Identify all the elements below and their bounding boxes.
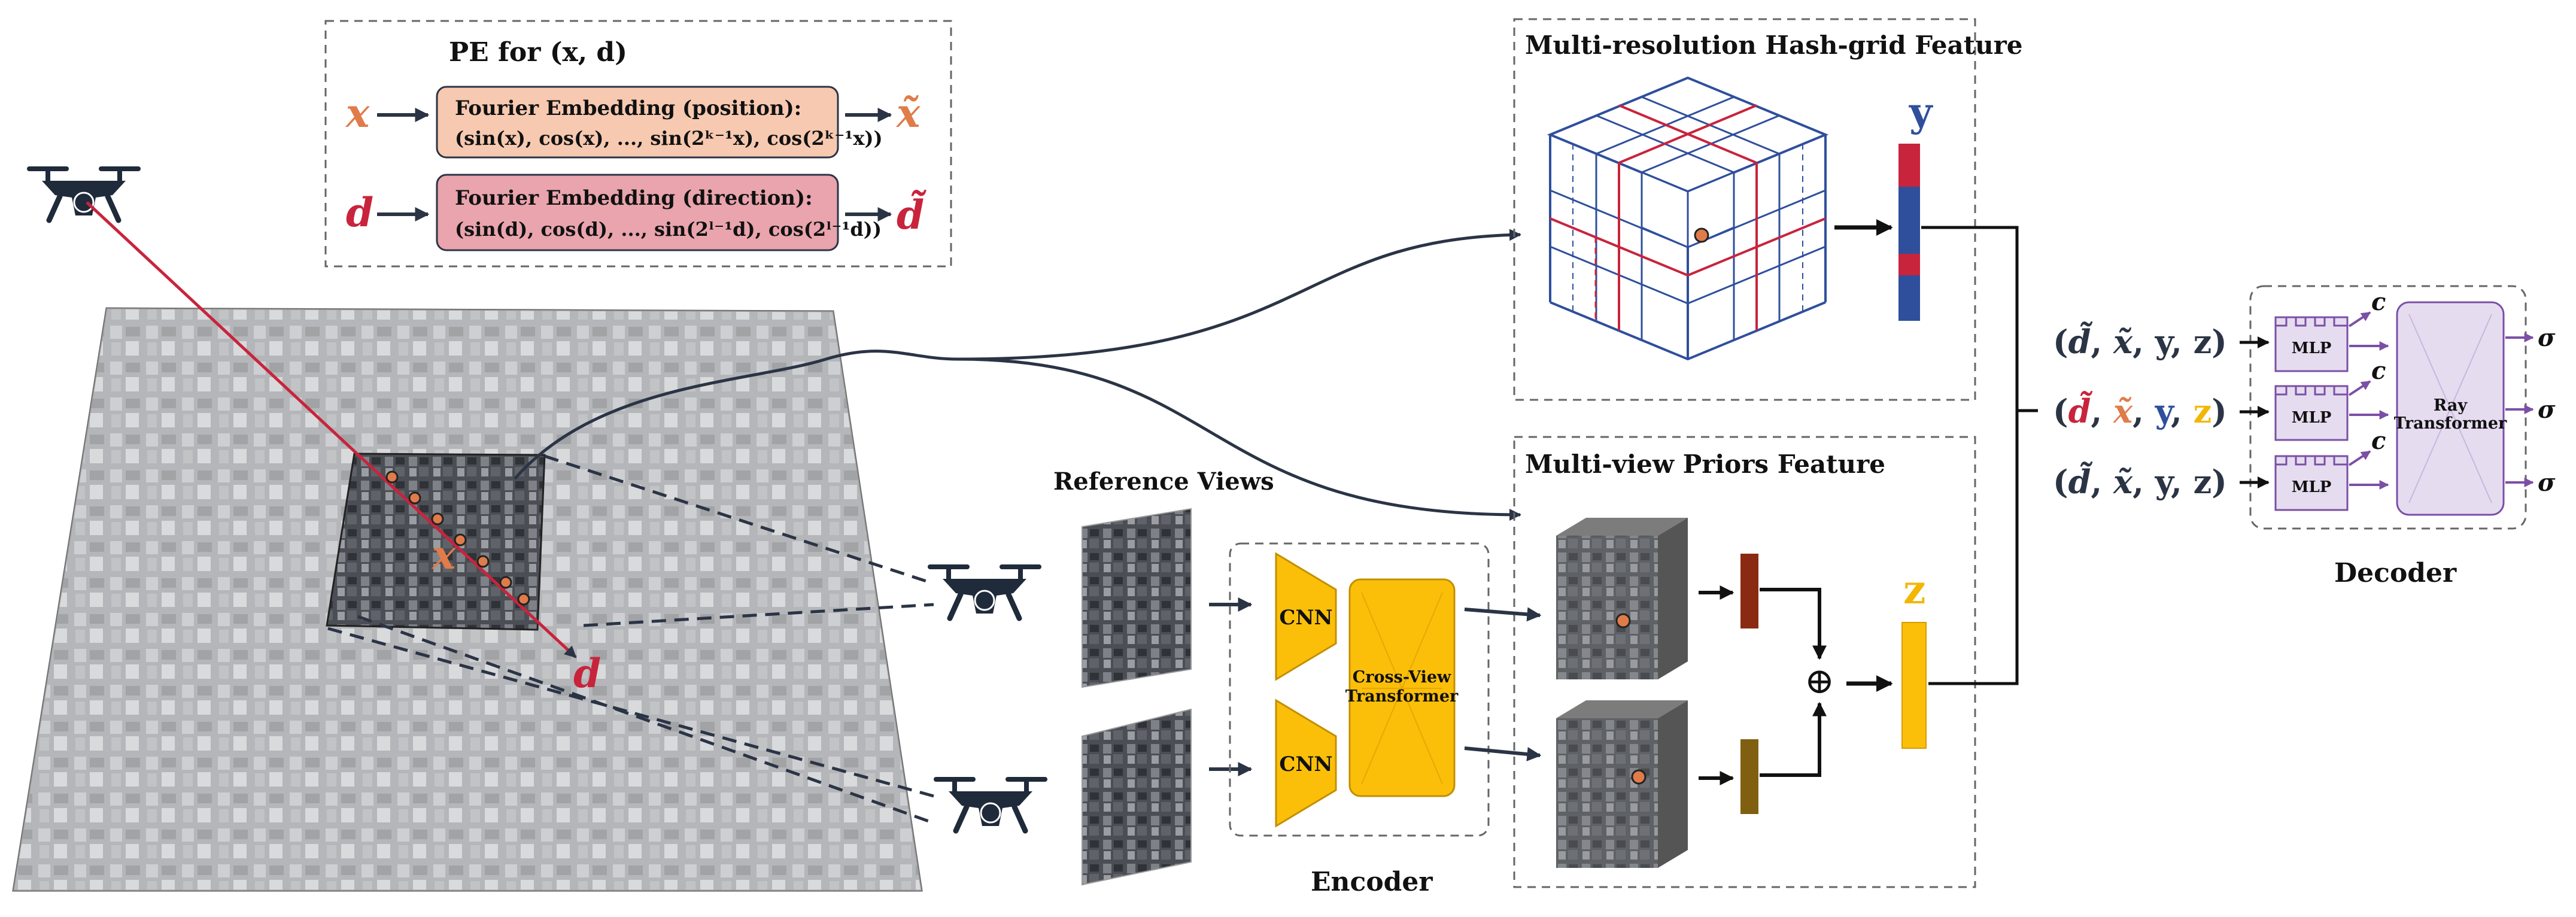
cnn-block xyxy=(1275,552,1337,681)
x-symbol: x xyxy=(345,90,370,136)
mlp-block: MLP xyxy=(2274,455,2349,511)
direction-embedding-box xyxy=(436,174,839,251)
mlp-block: MLP xyxy=(2274,385,2349,441)
drone-icon xyxy=(27,166,141,223)
sum-symbol: ⊕ xyxy=(1805,660,1834,702)
ray-transformer-line1: Ray xyxy=(2434,396,2468,415)
pe-panel: PE for (x, d) x Fourier Embedding (posit… xyxy=(324,20,952,268)
ray-sample-points xyxy=(385,470,530,606)
scene-d-label: d xyxy=(573,650,601,697)
view-line xyxy=(583,603,934,627)
encoder-label: Encoder xyxy=(1311,867,1433,897)
d-symbol: d xyxy=(346,189,373,236)
connector xyxy=(1921,226,2019,685)
color-output-label: c xyxy=(2371,357,2386,385)
cnn-block xyxy=(1275,699,1337,828)
view-line xyxy=(357,615,934,825)
arrow xyxy=(1464,746,1542,761)
reference-view-image xyxy=(1082,708,1192,886)
svg-text:MLP: MLP xyxy=(2292,409,2332,427)
ray-transformer-line2: Transformer xyxy=(2394,414,2507,433)
view-line xyxy=(544,454,934,585)
camera-ray xyxy=(86,201,577,658)
hashgrid-panel: Multi-resolution Hash-grid Feature xyxy=(1513,18,2023,401)
flow-to-multiview xyxy=(957,357,1521,521)
encoder-panel: CNN CNN Cross-View Transformer xyxy=(1229,542,1490,837)
cnn-label: CNN xyxy=(1279,606,1332,630)
dir-embedding-title: Fourier Embedding (direction): xyxy=(455,186,813,210)
decoder-input-row-colored: (d̃, x̃, y, z) xyxy=(2053,391,2227,430)
highlighted-region xyxy=(326,453,546,631)
mlp-block: MLP xyxy=(2274,316,2349,372)
decoder-panel: MLP MLP MLP c c c Ray Transformer xyxy=(2240,285,2556,530)
position-embedding-box xyxy=(436,86,839,159)
ray-transformer: Ray Transformer xyxy=(2394,301,2507,516)
multiview-title: Multi-view Priors Feature xyxy=(1525,450,1885,479)
hashgrid-cube xyxy=(1547,76,1829,361)
view-feature-vector xyxy=(1740,554,1758,628)
feature-map xyxy=(1556,700,1688,868)
decoder-input-row: (d̃, x̃, y, z) xyxy=(2053,461,2227,501)
density-output-label: σ xyxy=(2538,396,2556,424)
pos-embedding-formula: (sin(x), cos(x), ..., sin(2ᵏ⁻¹x), cos(2ᵏ… xyxy=(455,127,883,150)
color-output-label: c xyxy=(2371,288,2386,316)
density-output-label: σ xyxy=(2538,324,2556,352)
dir-embedding-formula: (sin(d), cos(d), ..., sin(2ˡ⁻¹d), cos(2ˡ… xyxy=(455,218,882,241)
z-label: z xyxy=(1903,566,1925,613)
reference-view-image xyxy=(1082,508,1192,688)
arrow xyxy=(1760,588,1827,660)
color-output-label: c xyxy=(2371,427,2386,455)
y-label: y xyxy=(1909,89,1933,135)
sample-point xyxy=(1694,227,1709,243)
cvt-label-line1: Cross-View xyxy=(1353,668,1451,687)
view-feature-vector xyxy=(1740,739,1758,814)
pe-title: PE for (x, d) xyxy=(449,37,627,68)
d-tilde-symbol: d̃ xyxy=(897,190,926,238)
multiview-panel: Multi-view Priors Feature ⊕ z xyxy=(1513,436,1976,888)
y-feature-vector xyxy=(1898,144,1920,321)
decoder-input-row: (d̃, x̃, y, z) xyxy=(2053,321,2227,361)
decoder-label: Decoder xyxy=(2334,558,2457,588)
decoder-inputs: (d̃, x̃, y, z) (d̃, x̃, y, z) (d̃, x̃, y… xyxy=(2053,321,2227,501)
z-feature-vector xyxy=(1901,622,1927,749)
drone-icon xyxy=(934,777,1047,834)
cnn-label: CNN xyxy=(1279,752,1332,776)
cvt-label-line2: Transformer xyxy=(1345,687,1459,706)
drone-icon xyxy=(928,564,1041,621)
hashgrid-title: Multi-resolution Hash-grid Feature xyxy=(1525,31,2023,60)
density-output-label: σ xyxy=(2538,469,2556,497)
svg-text:MLP: MLP xyxy=(2292,339,2332,357)
svg-text:MLP: MLP xyxy=(2292,478,2332,496)
city-ground-plane xyxy=(12,307,923,892)
feature-map xyxy=(1556,518,1688,679)
pos-embedding-title: Fourier Embedding (position): xyxy=(455,96,801,120)
arrow xyxy=(1464,607,1542,622)
arrow xyxy=(1760,702,1827,777)
scene-x-label: x xyxy=(431,532,456,578)
x-tilde-symbol: x̃ xyxy=(895,90,921,136)
reference-views-label: Reference Views xyxy=(1053,467,1274,496)
view-line xyxy=(327,627,934,798)
flow-to-hashgrid xyxy=(514,229,1521,480)
